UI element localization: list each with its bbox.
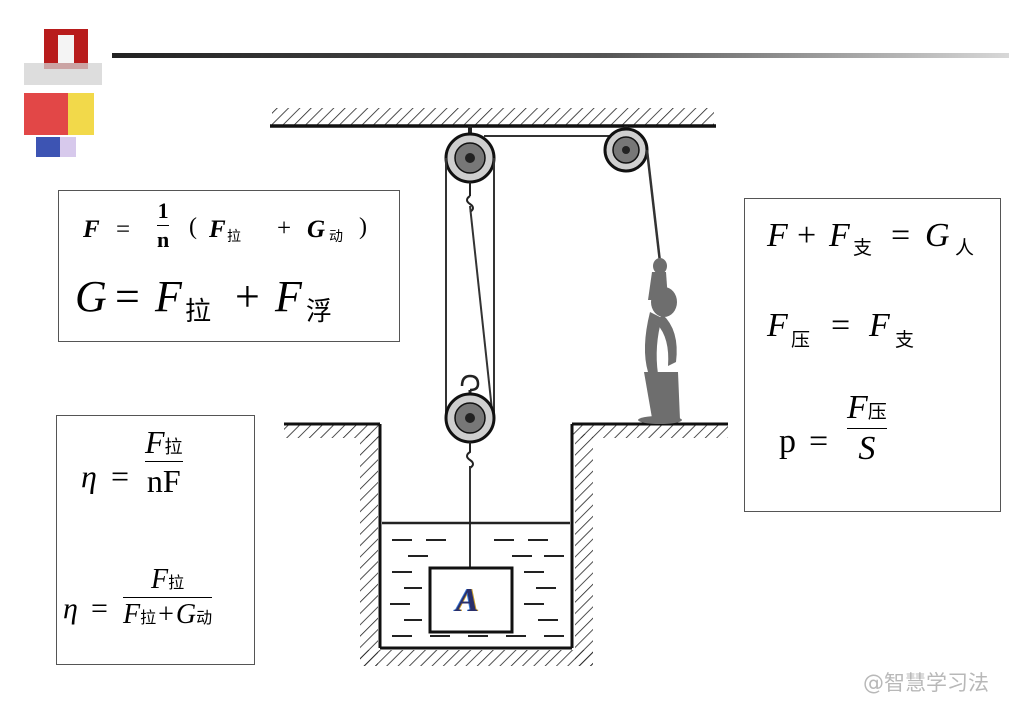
- block-a: [428, 566, 514, 634]
- b3-l3-num: F: [847, 389, 868, 426]
- b1-l2-plus: +: [235, 272, 260, 321]
- b2-e1-lhs: η: [81, 458, 97, 494]
- fixed-pulley-right: [603, 126, 649, 173]
- movable-pulley: [444, 374, 496, 469]
- b1-l2-f2-sub: 浮: [306, 297, 333, 327]
- b3-l1-eq: =: [891, 217, 911, 254]
- b1-l1-g-sub: 动: [329, 229, 343, 245]
- b2-e2-lhs: η: [63, 592, 78, 625]
- slide-logo: [24, 25, 104, 160]
- b2-e2-frac: F拉 F拉+G动: [123, 564, 213, 630]
- b2-e2-den-g-sub: 动: [196, 608, 213, 627]
- b1-l2-lhs: G: [75, 272, 107, 321]
- b2-e1-num-sub: 拉: [164, 437, 183, 458]
- b1-l2-f: F: [155, 272, 182, 321]
- b1-l1-num: 1: [157, 198, 169, 223]
- b1-l1-f: F: [209, 216, 226, 243]
- ground-and-well: [284, 422, 728, 666]
- b3-l2-f-sub: 压: [791, 329, 811, 351]
- b3-l1-plus: +: [797, 217, 817, 254]
- formula-box-force: F = 1 n ( F 拉 + G 动 ) G = F 拉 + F 浮: [58, 190, 400, 342]
- b2-e2-eq: =: [91, 592, 108, 625]
- b3-l3-frac: F压 S: [847, 391, 887, 466]
- water: [382, 521, 570, 637]
- b3-l1-g: G: [925, 217, 950, 254]
- b3-l1-f: F: [767, 217, 788, 254]
- b2-e2-den-f: F: [123, 599, 141, 630]
- header-rule: [112, 53, 1009, 58]
- fixed-pulley-left: [444, 126, 496, 213]
- b3-l1-g-sub: 人: [955, 237, 975, 259]
- b3-l3-den: S: [858, 430, 876, 467]
- block-label: A: [456, 582, 479, 619]
- b2-e2-den-f-sub: 拉: [140, 608, 157, 627]
- b1-l1-open: (: [189, 214, 197, 240]
- b2-e2-num: F: [151, 564, 169, 595]
- b1-l2-f-sub: 拉: [185, 297, 212, 327]
- b3-l3-lhs: p: [779, 423, 796, 460]
- b3-l2-f2: F: [869, 307, 890, 344]
- b1-l1-lhs: F: [83, 216, 100, 243]
- b3-l1-f2-sub: 支: [853, 237, 873, 259]
- b1-l1-eq: =: [116, 216, 131, 243]
- b3-l2-eq: =: [831, 307, 851, 344]
- b1-l1-plus: +: [277, 215, 292, 242]
- b1-l1-g: G: [307, 216, 326, 243]
- formula-box-efficiency: η = F拉 nF η = F拉 F拉+G动: [56, 415, 255, 665]
- formula-box-pressure: F + F 支 = G 人 F 压 = F 支 p = F压 S: [744, 198, 1001, 512]
- b2-e2-den-g: G: [175, 599, 197, 630]
- b1-l1-close: ): [359, 214, 367, 240]
- b2-e1-den: nF: [146, 463, 181, 499]
- person-silhouette: [638, 258, 682, 424]
- watermark: @智慧学习法: [863, 671, 989, 695]
- ceiling: [270, 108, 716, 128]
- b2-e2-den-plus: +: [158, 599, 174, 630]
- b2-e1-num: F: [145, 424, 165, 460]
- b2-e1-eq: =: [111, 458, 130, 494]
- b3-l3-num-sub: 压: [867, 401, 887, 423]
- b1-l2-eq: =: [115, 272, 140, 321]
- b1-l1-den: n: [157, 227, 170, 252]
- b1-l1-f-sub: 拉: [227, 229, 241, 245]
- b3-l3-eq: =: [809, 423, 829, 460]
- b2-e1-frac: F拉 nF: [145, 426, 183, 497]
- b1-l1-frac: 1 n: [157, 198, 170, 252]
- b2-e2-num-sub: 拉: [168, 573, 185, 592]
- b1-l2-f2: F: [275, 272, 302, 321]
- b3-l1-f2: F: [829, 217, 850, 254]
- b3-l2-f2-sub: 支: [895, 329, 915, 351]
- b3-l2-f: F: [767, 307, 788, 344]
